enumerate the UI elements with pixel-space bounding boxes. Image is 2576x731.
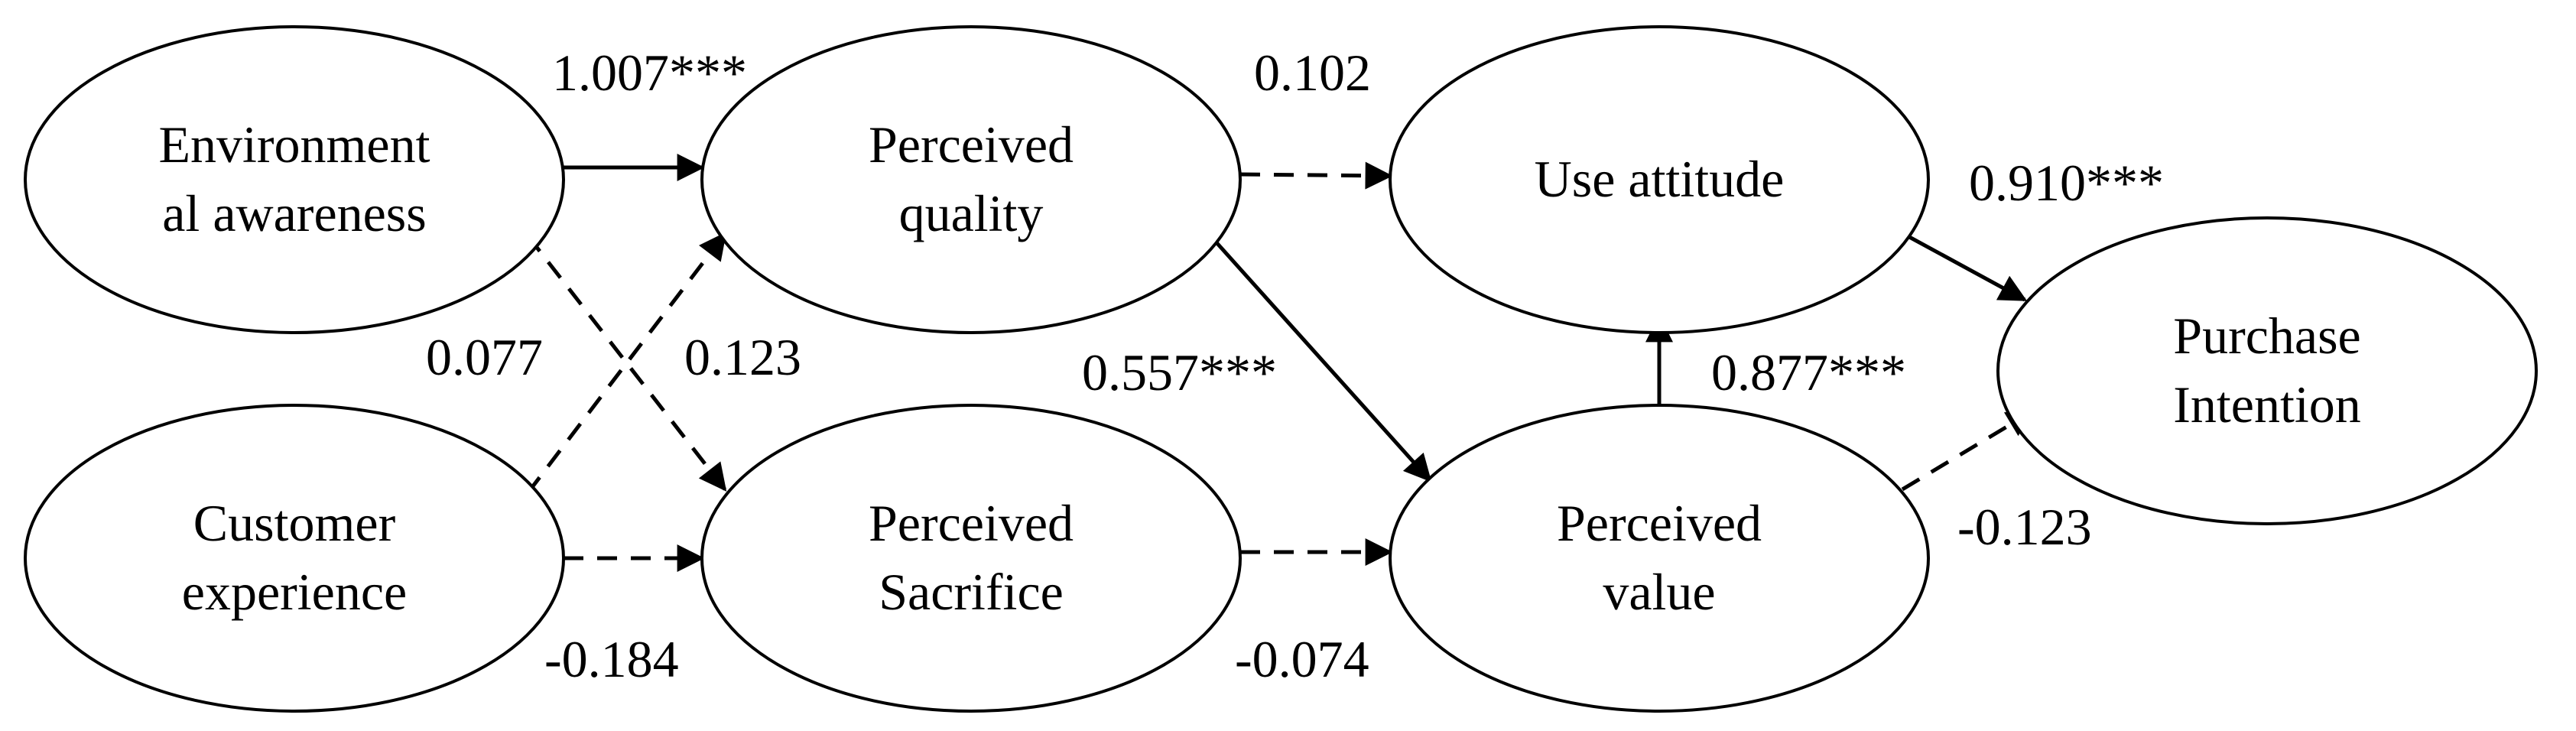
node-pv-ellipse — [1389, 404, 1930, 713]
coef-ua-to-pi: 0.910*** — [1969, 154, 2164, 212]
coef-pv-to-ua: 0.877*** — [1711, 343, 1906, 401]
node-pv-label-line: Perceived — [1557, 494, 1762, 552]
node-pi-label-line: Purchase — [2173, 307, 2360, 365]
arrow-pv-to-pi — [1901, 409, 2035, 492]
node-env: Environment al awareness — [24, 25, 565, 334]
node-cust-label-line: Customer — [193, 494, 396, 552]
coef-ps-to-pv: -0.074 — [1235, 630, 1369, 688]
node-ps-label-line: Sacrifice — [879, 563, 1064, 621]
path-arrows — [526, 154, 2035, 572]
coef-pq-to-pv: 0.557*** — [1082, 343, 1277, 401]
coef-pq-to-ua: 0.102 — [1254, 44, 1371, 102]
node-env-label-line: al awareness — [162, 184, 426, 242]
node-ua: Use attitude — [1389, 25, 1930, 334]
node-pi-ellipse — [1996, 216, 2538, 525]
node-pi-label-line: Intention — [2173, 375, 2361, 434]
coef-cust-to-pq: 0.077 — [426, 328, 543, 386]
node-pq-label-line: Perceived — [869, 115, 1074, 174]
node-env-ellipse — [24, 25, 565, 334]
node-ps-label-line: Perceived — [869, 494, 1074, 552]
node-ps-ellipse — [700, 404, 1242, 713]
node-cust-ellipse — [24, 404, 565, 713]
node-env-label-line: Environment — [158, 115, 430, 174]
node-ua-label-line: Use attitude — [1535, 150, 1785, 208]
coef-cust-to-ps: -0.184 — [544, 630, 679, 688]
node-pq-label-line: quality — [899, 184, 1044, 242]
node-cust-label-line: experience — [182, 563, 407, 621]
node-cust: Customer experience — [24, 404, 565, 713]
node-pv: Perceived value — [1389, 404, 1930, 713]
coef-env-to-pq: 1.007*** — [552, 44, 747, 102]
arrow-pq-to-ua — [1239, 161, 1393, 190]
coef-pv-to-pi: -0.123 — [1957, 498, 2092, 556]
arrow-pq-to-pv — [1207, 232, 1432, 482]
arrow-cust-to-pq — [526, 232, 727, 495]
path-coefficients: 1.007*** 0.123 0.077 -0.184 0.102 0.557*** -0.… — [426, 44, 2164, 688]
node-pq-ellipse — [700, 25, 1242, 334]
node-pq: Perceived quality — [700, 25, 1242, 334]
node-pv-label-line: value — [1603, 563, 1715, 621]
arrow-ua-to-pi — [1901, 231, 2028, 302]
coef-env-to-ps: 0.123 — [684, 328, 801, 386]
node-ua-ellipse — [1389, 25, 1930, 334]
